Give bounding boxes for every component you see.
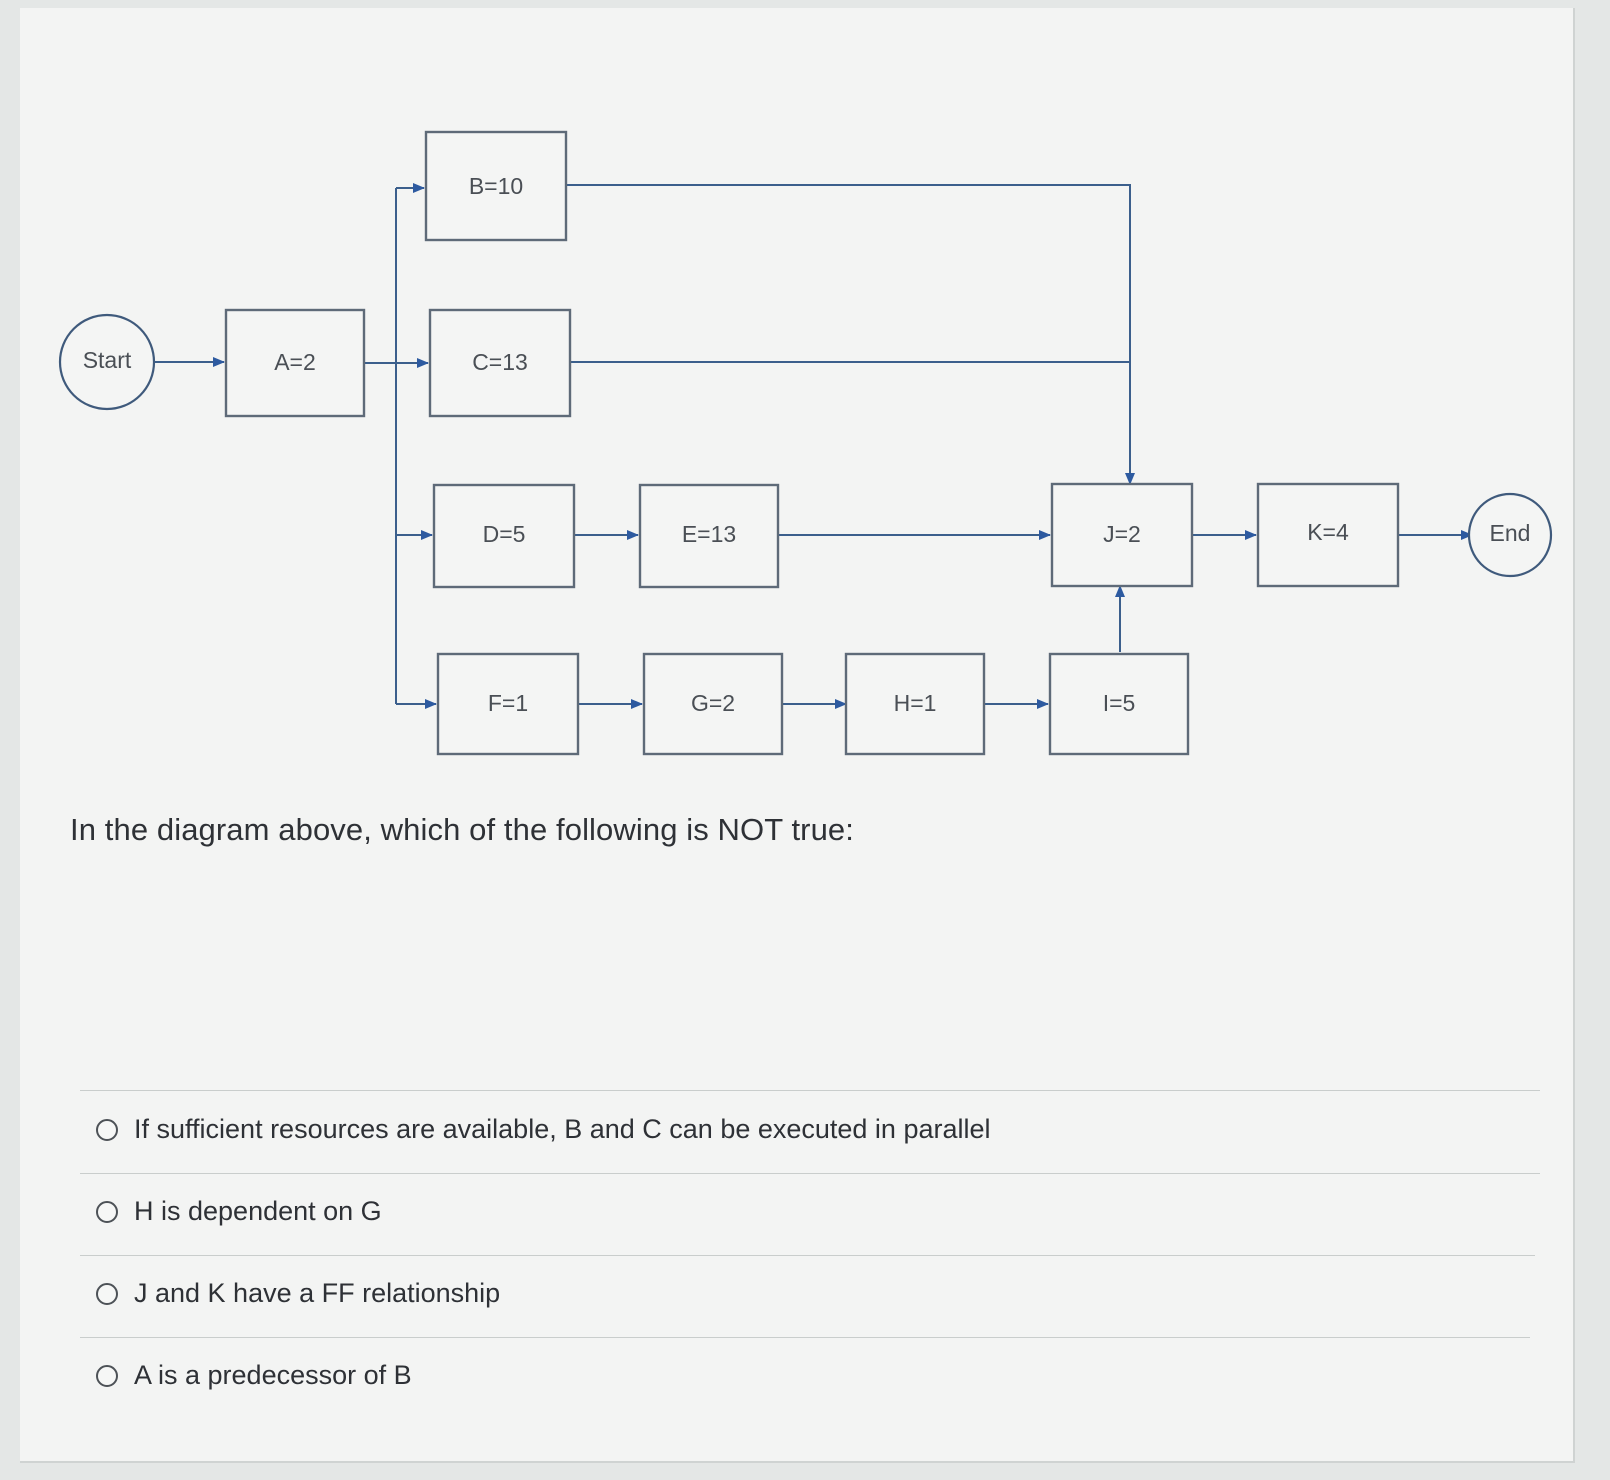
node-a: A=2 (224, 308, 366, 418)
option-3-label: J and K have a FF relationship (134, 1278, 501, 1308)
start-node: Start (58, 313, 156, 411)
question-panel (20, 8, 1575, 1463)
radio-option-1[interactable] (96, 1118, 118, 1141)
radio-option-4[interactable] (96, 1364, 118, 1387)
node-a-label: A=2 (274, 349, 316, 375)
node-h-label: H=1 (894, 690, 937, 716)
node-j: J=2 (1050, 482, 1194, 588)
option-4-label: A is a predecessor of B (134, 1360, 412, 1390)
radio-option-2[interactable] (96, 1200, 118, 1223)
diagram-edges (154, 183, 1473, 709)
end-node: End (1467, 492, 1553, 578)
node-f: F=1 (436, 652, 580, 756)
node-e: E=13 (638, 483, 780, 589)
node-g-label: G=2 (691, 690, 735, 716)
option-4[interactable]: A is a predecessor of B (96, 1360, 412, 1391)
node-d: D=5 (432, 483, 576, 589)
option-divider (80, 1255, 1535, 1256)
node-b: B=10 (424, 130, 568, 242)
node-k: K=4 (1256, 482, 1400, 588)
node-b-label: B=10 (469, 173, 523, 199)
node-j-label: J=2 (1103, 521, 1141, 547)
option-1-label: If sufficient resources are available, B… (134, 1114, 991, 1144)
end-label: End (1490, 520, 1531, 546)
question-text: In the diagram above, which of the follo… (70, 812, 854, 847)
option-3[interactable]: J and K have a FF relationship (96, 1278, 500, 1309)
option-2-label: H is dependent on G (134, 1196, 382, 1226)
node-c-label: C=13 (472, 349, 528, 375)
option-divider (80, 1090, 1540, 1091)
start-label: Start (83, 347, 132, 373)
network-diagram: Start End A=2 B=10 C=13 D=5 E=13 J=2 K=4… (58, 130, 1553, 756)
node-f-label: F=1 (488, 690, 528, 716)
option-divider (80, 1173, 1540, 1174)
option-2[interactable]: H is dependent on G (96, 1196, 382, 1227)
node-i: I=5 (1048, 652, 1190, 756)
node-d-label: D=5 (483, 521, 526, 547)
node-h: H=1 (844, 652, 986, 756)
node-e-label: E=13 (682, 521, 736, 547)
node-i-label: I=5 (1103, 690, 1136, 716)
option-divider (80, 1337, 1530, 1338)
option-1[interactable]: If sufficient resources are available, B… (96, 1114, 991, 1145)
node-k-label: K=4 (1307, 519, 1349, 545)
node-c: C=13 (428, 308, 572, 418)
radio-option-3[interactable] (96, 1282, 118, 1305)
node-g: G=2 (642, 652, 784, 756)
edge-b-j (566, 184, 1135, 485)
